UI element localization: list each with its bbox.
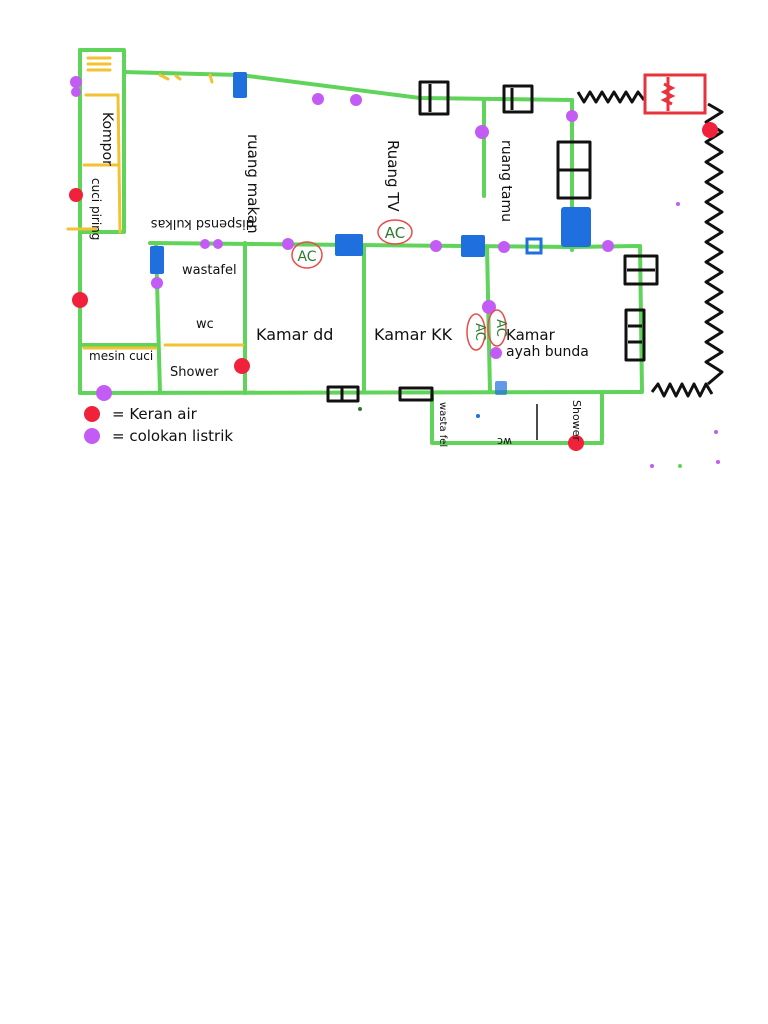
window-tamu <box>502 84 534 114</box>
label-kamar: Kamar <box>506 326 556 344</box>
ac-marker-3: AC <box>466 313 487 351</box>
top-wall <box>122 70 574 102</box>
yellow-lines <box>66 56 245 350</box>
legend-purple-dot <box>84 428 100 444</box>
blue-markers <box>150 72 591 395</box>
fence-top <box>576 90 646 104</box>
outlet-dot <box>151 277 163 289</box>
label-ruang-makan: ruang makan <box>244 134 262 234</box>
legend: = Keran air = colokan listrik <box>84 405 233 445</box>
label-mesin-cuci: mesin cuci <box>89 349 153 363</box>
blue-square-5 <box>561 207 591 247</box>
gate-frame <box>643 73 707 115</box>
tap-dot <box>568 435 584 451</box>
blue-square-3 <box>335 234 363 256</box>
taps <box>69 122 718 451</box>
ac-label: AC <box>297 249 316 265</box>
ac-marker-1: AC <box>291 241 323 269</box>
label-wastafel-2: wasta fel <box>437 402 448 447</box>
outlet-dot <box>213 239 223 249</box>
ac-marker-2: AC <box>377 219 413 245</box>
bath-bottom-wall <box>430 390 604 445</box>
outlet-dot <box>482 300 496 314</box>
blue-square-1 <box>233 72 247 98</box>
outlet-dot <box>70 76 82 88</box>
label-ayah-bunda: ayah bunda <box>506 344 589 360</box>
outlet-dot <box>602 240 614 252</box>
outlet-dot <box>312 93 324 105</box>
window-tamu-right-2 <box>556 168 592 200</box>
outlet-dot <box>490 347 502 359</box>
window-east-2 <box>624 308 646 362</box>
label-ruang-tamu: ruang tamu <box>498 140 514 222</box>
bottom-wall <box>78 390 642 395</box>
outlet-dot <box>430 240 442 252</box>
label-shower-2: Shower <box>570 400 583 441</box>
tap-dot <box>234 358 250 374</box>
label-kompor: Kompor <box>99 112 115 166</box>
ac-label: AC <box>493 319 508 337</box>
ac-label: AC <box>385 224 405 242</box>
window-east-1 <box>623 254 659 286</box>
label-shower: Shower <box>170 365 219 380</box>
outlet-dot <box>96 385 112 401</box>
outlets <box>70 76 614 401</box>
blue-small <box>495 381 507 395</box>
window-bottom-1 <box>326 385 360 403</box>
outlet-dot <box>282 238 294 250</box>
fence-bottom <box>650 382 714 398</box>
outlet-dot <box>498 241 510 253</box>
legend-red-dot <box>84 406 100 422</box>
label-dispenser-kulkas: dispensd kulkas <box>150 216 254 231</box>
label-wastafel: wastafel <box>182 263 237 278</box>
windows <box>326 80 659 403</box>
label-kamar-dd: Kamar dd <box>256 325 333 344</box>
ac-marker-4: AC <box>487 309 508 347</box>
outlet-dot <box>200 239 210 249</box>
label-cuci-piring: cuci piring <box>89 178 103 240</box>
room-labels: Kompor cuci piring ruang makan Ruang TV … <box>89 112 589 448</box>
east-wall <box>638 244 644 394</box>
window-bottom-2 <box>398 386 434 402</box>
fence <box>576 90 724 398</box>
specks <box>358 202 720 468</box>
label-mesin-cuci-text: mesin cuci <box>89 349 153 363</box>
label-ruang-tv: Ruang TV <box>384 140 402 212</box>
stove-marks <box>86 56 112 72</box>
label-wc-2: wc <box>497 435 512 448</box>
blue-square-4 <box>461 235 485 257</box>
blue-outline <box>525 237 543 255</box>
legend-keran-air: = Keran air <box>112 405 198 423</box>
gate <box>643 73 707 115</box>
label-wc: wc <box>196 317 214 332</box>
tap-dot <box>69 188 83 202</box>
fence-right <box>704 102 724 386</box>
ac-markers: AC AC AC AC <box>291 219 508 351</box>
kitchen-inner-wall <box>78 70 126 234</box>
outlet-dot <box>475 125 489 139</box>
tap-dot <box>702 122 718 138</box>
tap-dot <box>72 292 88 308</box>
outlet-dot <box>71 87 81 97</box>
window-tv <box>418 80 450 116</box>
label-kamar-kk: Kamar KK <box>374 325 453 344</box>
legend-colokan-listrik: = colokan listrik <box>112 427 233 445</box>
kitchen-outer-wall <box>78 48 126 74</box>
ac-label: AC <box>472 323 487 341</box>
kitchen-counter-edge <box>116 93 122 234</box>
blue-square-2 <box>150 246 164 274</box>
sink-marks <box>158 73 214 84</box>
outlet-dot <box>350 94 362 106</box>
outlet-dot <box>566 110 578 122</box>
